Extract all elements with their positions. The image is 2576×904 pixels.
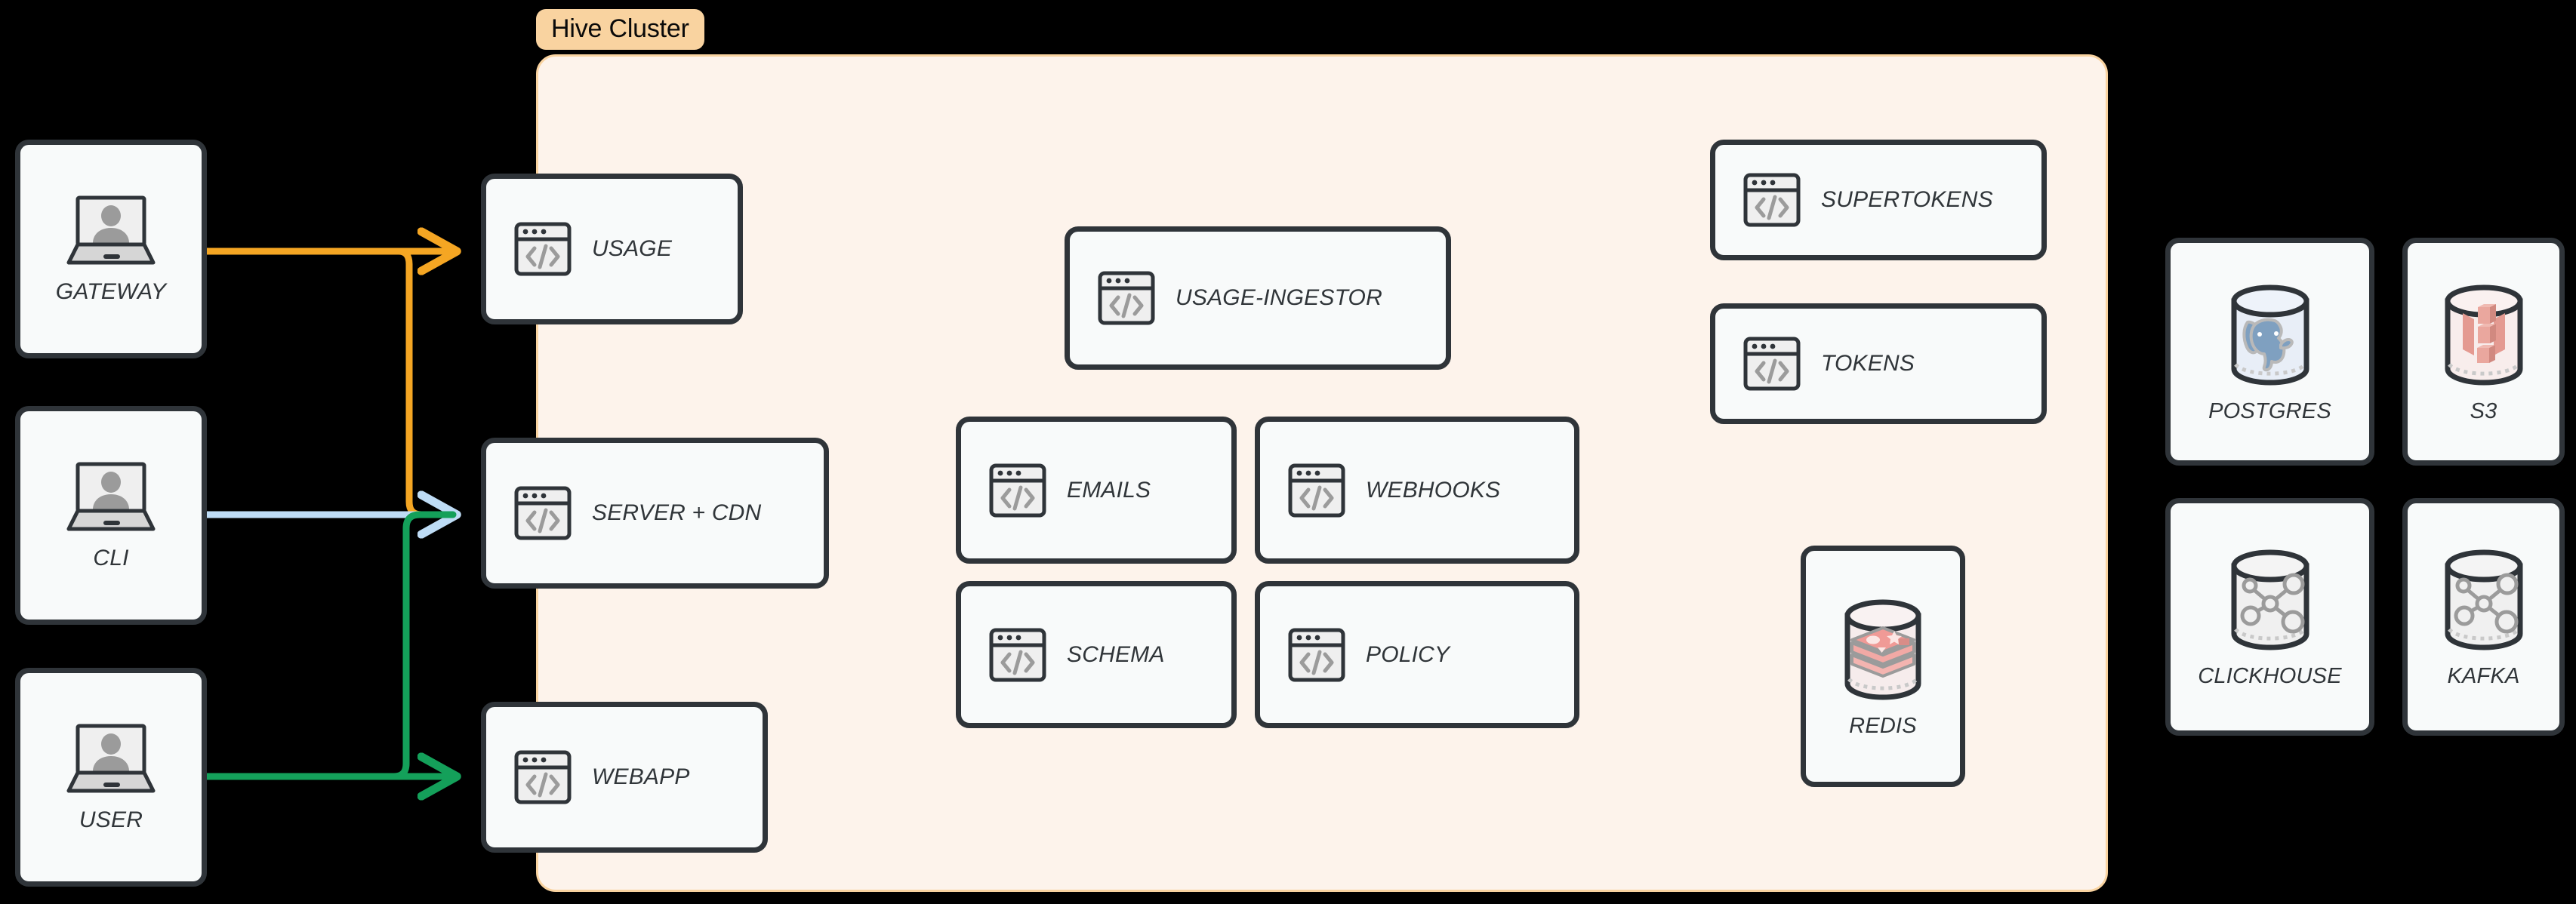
code-window-icon [1742,334,1801,393]
node-label: SCHEMA [1067,641,1165,667]
edge-user-to-server-cdn [374,511,457,780]
node-gateway[interactable]: GATEWAY [15,140,207,358]
node-emails[interactable]: EMAILS [956,417,1237,564]
edge-gateway-to-server-cdn [374,248,457,518]
node-tokens[interactable]: TOKENS [1710,303,2047,424]
hive-cluster-label: Hive Cluster [536,9,704,50]
node-redis[interactable]: REDIS [1801,546,1965,787]
node-webapp[interactable]: WEBAPP [481,702,768,853]
s3-cylinder-icon [2433,280,2534,393]
node-server-cdn[interactable]: SERVER + CDN [481,438,829,589]
node-webhooks[interactable]: WEBHOOKS [1255,417,1579,564]
node-supertokens[interactable]: SUPERTOKENS [1710,140,2047,260]
node-label: TOKENS [1821,351,1915,376]
postgres-cylinder-icon [2219,280,2321,393]
node-cli[interactable]: CLI [15,406,207,625]
redis-cylinder-icon [1834,595,1932,708]
code-window-icon [1742,171,1801,229]
node-postgres[interactable]: POSTGRES [2165,238,2374,466]
code-window-icon [1287,461,1346,520]
network-cylinder-icon [2433,545,2534,658]
node-s3[interactable]: S3 [2402,238,2565,466]
code-window-icon [988,461,1047,520]
node-label: POLICY [1366,641,1450,667]
node-policy[interactable]: POLICY [1255,581,1579,728]
node-user[interactable]: USER [15,668,207,887]
node-label: WEBAPP [592,764,690,789]
node-label: SUPERTOKENS [1821,187,1993,212]
node-label: KAFKA [2447,664,2520,688]
node-label: WEBHOOKS [1366,477,1501,503]
code-window-icon [513,748,572,807]
code-window-icon [988,626,1047,684]
code-window-icon [513,220,572,278]
node-label: CLI [93,546,129,570]
laptop-user-icon [58,721,164,797]
node-label: S3 [2470,398,2497,423]
node-label: REDIS [1849,713,1917,738]
node-usage-ingestor[interactable]: USAGE-INGESTOR [1065,226,1451,370]
network-cylinder-icon [2219,545,2321,658]
laptop-user-icon [58,460,164,535]
node-label: EMAILS [1067,477,1151,503]
node-label: POSTGRES [2208,398,2331,423]
code-window-icon [513,484,572,543]
node-label: USAGE [592,236,673,261]
code-window-icon [1287,626,1346,684]
node-kafka[interactable]: KAFKA [2402,498,2565,736]
node-usage[interactable]: USAGE [481,174,743,324]
node-label: CLICKHOUSE [2198,664,2342,688]
node-label: GATEWAY [55,279,167,304]
node-label: USER [79,807,143,832]
node-label: SERVER + CDN [592,500,762,525]
node-schema[interactable]: SCHEMA [956,581,1237,728]
node-clickhouse[interactable]: CLICKHOUSE [2165,498,2374,736]
node-label: USAGE-INGESTOR [1176,285,1382,310]
code-window-icon [1097,269,1156,327]
laptop-user-icon [58,193,164,269]
